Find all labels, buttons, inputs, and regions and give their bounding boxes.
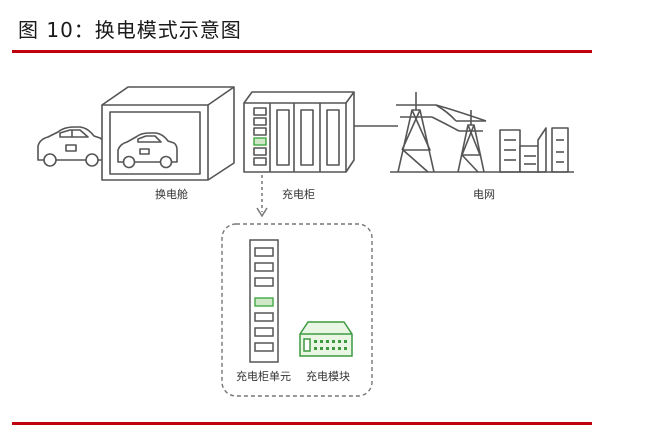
charging-cabinet-label: 充电柜: [282, 187, 315, 201]
charging-module-label: 充电模块: [306, 369, 350, 383]
car-icon: [37, 126, 105, 167]
detail-arrow: [256, 175, 268, 218]
city-buildings-icon: [499, 127, 569, 173]
power-tower-icon: [396, 92, 487, 173]
swap-station-label: 换电舱: [155, 187, 188, 201]
charging-module-icon: [299, 321, 353, 357]
figure-title: 图 10：换电模式示意图: [18, 18, 242, 42]
cabinet-unit-icon: [249, 239, 279, 363]
grid-label: 电网: [473, 188, 495, 201]
detail-box: [221, 223, 373, 397]
bottom-divider: [12, 422, 592, 425]
charging-cabinet-icon: [243, 91, 355, 173]
cabinet-unit-label: 充电柜单元: [236, 369, 291, 383]
swap-station-icon: [101, 86, 235, 181]
top-divider: [12, 50, 592, 53]
